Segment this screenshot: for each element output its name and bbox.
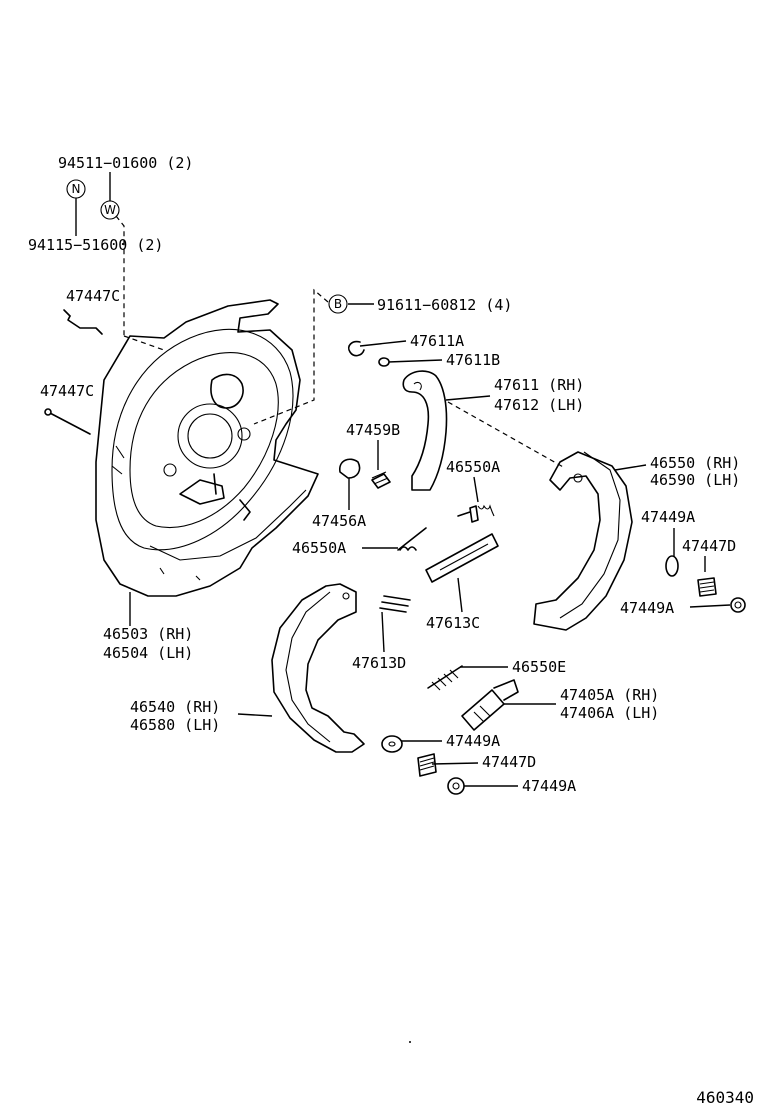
callout-47449a-right: 47449A [641,508,695,526]
callout-46540-rh: 46540 (RH) [130,698,220,716]
svg-text:B: B [334,297,342,311]
spring-46550a-lower [397,527,427,551]
brake-shoe-46540 [271,583,365,753]
callout-47611b: 47611B [446,351,500,369]
callout-47613c: 47613C [426,614,480,632]
cup-47449a-bottom [447,777,465,795]
callout-47447d-bottom: 47447D [482,753,536,771]
svg-text:W: W [104,203,116,217]
leader-lines [75,172,731,787]
callout-94511-01600: 94511−01600 (2) [58,154,193,172]
svg-text:N: N [72,182,81,196]
callout-47611-rh: 47611 (RH) [494,376,584,394]
backing-plate [95,299,319,597]
spring-47613d [379,595,411,613]
retainer-47459b [371,471,391,489]
brake-shoe-46550 [533,451,633,631]
spring-46550e [427,665,463,691]
strut-47613c [425,533,499,583]
callout-46580-lh: 46580 (LH) [130,716,220,734]
symbol-b-circle: B [328,294,348,314]
callout-47449a-bottom-a: 47449A [446,732,500,750]
hold-down-pin-47447c [44,309,103,435]
callout-47449a-bottom-b: 47449A [522,777,576,795]
callout-46503-rh: 46503 (RH) [103,625,193,643]
callout-46590-lh: 46590 (LH) [650,471,740,489]
washer-47611b [378,357,390,367]
callout-94115-51600: 94115−51600 (2) [28,236,163,254]
callout-47459b: 47459B [346,421,400,439]
callout-47447d-right: 47447D [682,537,736,555]
pin-plate-47456a [339,458,361,479]
washer-47449a-right [665,555,679,577]
spring-47447d-right [697,577,717,597]
callout-46550a-mid: 46550A [292,539,346,557]
diagram-reference-number: 460340 [696,1088,754,1107]
callout-47447c-left: 47447C [40,382,94,400]
callout-91611-60812: 91611−60812 (4) [377,296,512,314]
cup-47449a-right-lower [730,597,746,613]
callout-47406a-lh: 47406A (LH) [560,704,659,722]
symbol-n-circle: N [66,179,86,199]
callout-46550e: 46550E [512,658,566,676]
adjuster-47405a [461,679,519,731]
callout-47405a-rh: 47405A (RH) [560,686,659,704]
callout-47613d: 47613D [352,654,406,672]
parking-brake-lever [402,370,448,491]
callout-46550-rh: 46550 (RH) [650,454,740,472]
callout-47612-lh: 47612 (LH) [494,396,584,414]
callout-47456a: 47456A [312,512,366,530]
callout-47447c-top: 47447C [66,287,120,305]
washer-47449a-bottom [381,735,403,753]
spring-47447d-bottom [417,753,437,777]
callout-46504-lh: 46504 (LH) [103,644,193,662]
callout-47449a-right-lower: 47449A [620,599,674,617]
scan-dot [409,1041,411,1043]
spring-46550a-upper [457,504,495,523]
c-washer-47611a [347,340,365,357]
callout-46550a-top: 46550A [446,458,500,476]
callout-47611a: 47611A [410,332,464,350]
